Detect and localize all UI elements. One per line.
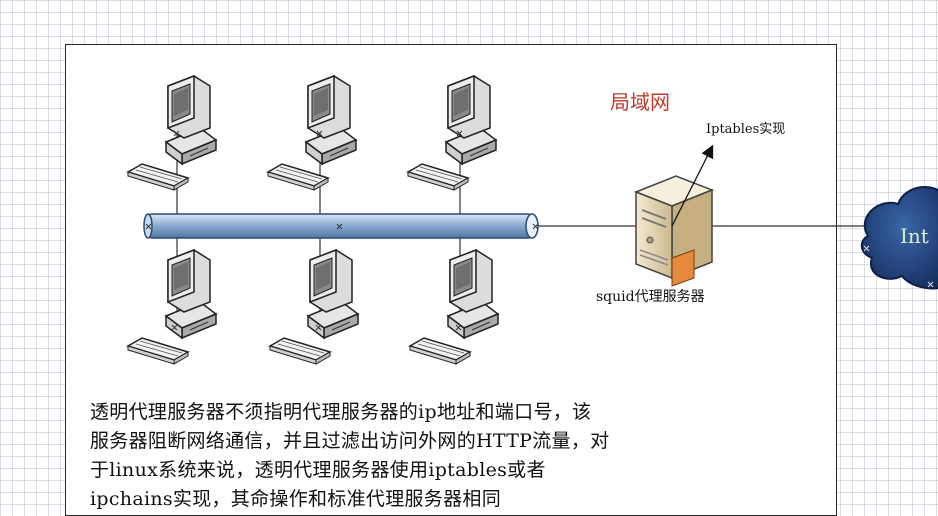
iptables-label: Iptables实现 bbox=[706, 122, 786, 137]
cloud-icon bbox=[860, 185, 938, 290]
squid-server-label: squid代理服务器 bbox=[596, 289, 705, 305]
description-text: 透明代理服务器不须指明代理服务器的ip地址和端口号，该 服务器阻断网络通信，并且… bbox=[90, 398, 790, 514]
computer-icon bbox=[407, 75, 497, 191]
network-diagram bbox=[127, 75, 938, 365]
network-bus bbox=[143, 213, 539, 239]
computer-icon bbox=[127, 75, 217, 191]
iptables-arrow bbox=[671, 144, 714, 227]
server-icon bbox=[633, 175, 715, 287]
description-line: 服务器阻断网络通信，并且过滤出访问外网的HTTP流量，对 bbox=[90, 430, 610, 452]
computer-icon bbox=[127, 249, 217, 365]
internet-label: Int bbox=[900, 224, 929, 248]
computer-icon bbox=[267, 75, 357, 191]
lan-title: 局域网 bbox=[610, 90, 670, 114]
description-line: 透明代理服务器不须指明代理服务器的ip地址和端口号，该 bbox=[90, 401, 592, 423]
computer-icon bbox=[409, 249, 499, 365]
description-line: 于linux系统来说，透明代理服务器使用iptables或者 bbox=[90, 459, 546, 481]
computer-icon bbox=[269, 249, 359, 365]
description-line: ipchains实现，其命操作和标准代理服务器相同 bbox=[90, 488, 502, 510]
